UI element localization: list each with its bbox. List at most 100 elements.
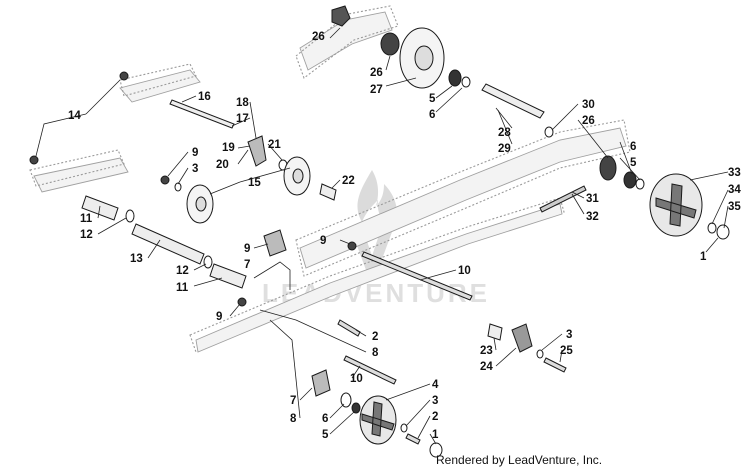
callout-2: 2 <box>372 331 378 343</box>
callout-22: 22 <box>342 175 355 187</box>
cap-lower <box>429 442 443 458</box>
callout-11: 11 <box>176 282 189 294</box>
top-idler-assembly <box>331 5 554 138</box>
callout-5: 5 <box>429 93 436 105</box>
callout-15: 15 <box>248 177 261 189</box>
callout-10: 10 <box>350 373 363 385</box>
axle-13 <box>131 223 205 265</box>
lower-center-parts <box>311 323 567 458</box>
washer-3a <box>174 182 182 192</box>
callout-5: 5 <box>630 157 637 169</box>
callout-21: 21 <box>268 139 281 151</box>
bolt-2-lower <box>405 433 421 445</box>
block-24 <box>511 323 533 353</box>
nut-9-center <box>347 241 357 251</box>
washer-3b <box>536 349 544 359</box>
callout-25: 25 <box>560 345 573 357</box>
bolt-25 <box>543 357 567 373</box>
callout-34: 34 <box>728 184 741 196</box>
callout-labels: 26 26 27 5 6 28 29 30 26 6 5 33 34 35 1 … <box>68 31 741 441</box>
callout-9: 9 <box>320 235 326 247</box>
callout-26: 26 <box>312 31 325 43</box>
callout-33: 33 <box>728 167 741 179</box>
callout-1: 1 <box>432 429 439 441</box>
callout-12: 12 <box>176 265 189 277</box>
washer-3c <box>400 423 408 433</box>
spacer-23 <box>487 323 503 341</box>
nut-14-bottom <box>29 155 39 165</box>
bearing-cap-right <box>599 155 617 181</box>
idler-wheel-15-hub <box>195 196 207 212</box>
callout-9: 9 <box>244 243 250 255</box>
right-wheel-assembly <box>539 155 730 240</box>
bearing-right <box>623 171 637 189</box>
wheel-cap-right <box>707 222 717 234</box>
block-7-lower <box>311 369 331 397</box>
callout-24: 24 <box>480 361 493 373</box>
render-credit: Rendered by LeadVenture, Inc. <box>436 453 602 467</box>
callout-3: 3 <box>566 329 572 341</box>
callout-31: 31 <box>586 193 599 205</box>
callout-5: 5 <box>322 429 329 441</box>
callout-12: 12 <box>80 229 93 241</box>
callout-1: 1 <box>700 251 707 263</box>
idler-wheel-upper-hub <box>292 168 304 184</box>
bolt-16 <box>169 99 235 129</box>
bolt-2-upper <box>337 319 361 337</box>
callout-26: 26 <box>370 67 383 79</box>
callout-18: 18 <box>236 97 249 109</box>
callout-7: 7 <box>290 395 296 407</box>
callout-4: 4 <box>432 379 439 391</box>
callout-2: 2 <box>432 411 438 423</box>
callout-8: 8 <box>372 347 379 359</box>
callout-27: 27 <box>370 84 383 96</box>
callout-30: 30 <box>582 99 595 111</box>
left-axle-parts <box>81 195 473 385</box>
bolt-10-upper <box>361 251 473 301</box>
callout-16: 16 <box>198 91 211 103</box>
washer-top <box>544 126 554 138</box>
washer-12-upper <box>125 209 135 223</box>
callout-23: 23 <box>480 345 493 357</box>
nut-14-top <box>119 71 129 81</box>
cap-right <box>716 224 730 240</box>
callout-32: 32 <box>586 211 599 223</box>
callout-26: 26 <box>582 115 595 127</box>
callout-8: 8 <box>290 413 297 425</box>
bearing-cap-top <box>331 5 351 27</box>
callout-20: 20 <box>216 159 229 171</box>
leader-lines <box>35 27 729 445</box>
idler-wheel-top-hub <box>414 45 434 71</box>
callout-19: 19 <box>222 142 235 154</box>
callout-11: 11 <box>80 213 93 225</box>
bracket-18 <box>247 135 267 167</box>
callout-3: 3 <box>192 163 198 175</box>
nut-9a <box>160 175 170 185</box>
callout-7: 7 <box>244 259 250 271</box>
bearing-lower <box>340 392 352 408</box>
bolt-31 <box>539 185 587 213</box>
callout-17: 17 <box>236 113 249 125</box>
callout-28: 28 <box>498 127 511 139</box>
left-rail <box>29 63 565 353</box>
callout-10: 10 <box>458 265 471 277</box>
callout-14: 14 <box>68 110 81 122</box>
spacer-6c <box>351 402 361 414</box>
spacer-right <box>635 178 645 190</box>
callout-13: 13 <box>130 253 143 265</box>
spacer-11-lower <box>209 263 247 289</box>
callout-6: 6 <box>630 141 636 153</box>
spacer-top <box>461 76 471 88</box>
washer-12-lower <box>203 255 213 269</box>
callout-6: 6 <box>322 413 328 425</box>
callout-35: 35 <box>728 201 741 213</box>
idler-wheel-right-spokes <box>655 183 697 227</box>
callout-9: 9 <box>216 311 222 323</box>
callout-3: 3 <box>432 395 438 407</box>
callout-6: 6 <box>429 109 435 121</box>
block-7-upper <box>263 229 287 257</box>
spacer-22 <box>319 183 337 201</box>
callout-29: 29 <box>498 143 511 155</box>
bearing-cap-upper <box>380 32 400 56</box>
bolt-10-lower <box>343 355 397 385</box>
